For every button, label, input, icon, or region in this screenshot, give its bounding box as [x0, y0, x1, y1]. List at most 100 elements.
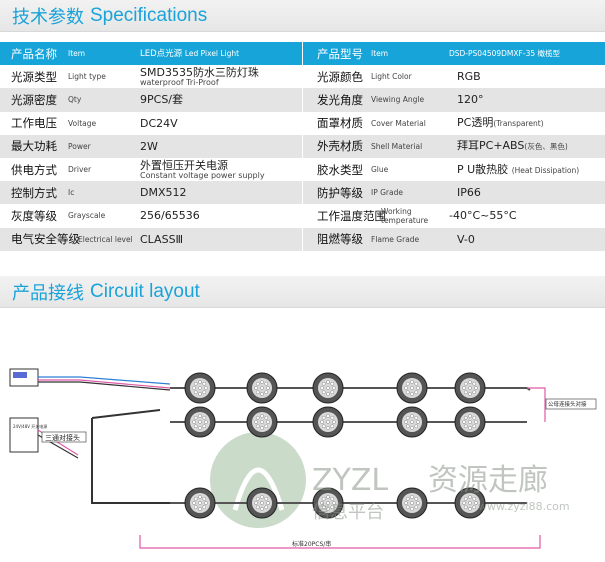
spec-row: 光源密度 Qty 9PCS/套 — [0, 88, 302, 112]
spec-key: 控制方式 — [11, 185, 57, 200]
wires — [37, 376, 546, 549]
spec-row: 最大功耗 Power 2W — [0, 134, 302, 158]
spec-key: 光源类型 — [11, 69, 57, 84]
spec-key-en: Working temperature — [381, 206, 429, 225]
male-female-connector-label: 公母连接头对接 — [545, 398, 597, 410]
spec-key: 防护等级 — [317, 185, 363, 200]
spec-key: 胶水类型 — [317, 162, 363, 177]
spec-title-cn: 技术参数 — [12, 6, 84, 28]
spec-key: 灰度等级 — [11, 208, 57, 223]
spec-key-en: Electrical level — [78, 234, 133, 244]
circuit-title-cn: 产品接线 — [12, 282, 84, 304]
spec-value-cn: P U散热胶 — [457, 162, 509, 176]
spec-value-en: Led Pixel Light — [184, 48, 240, 58]
pixel-nodes — [184, 372, 486, 519]
spec-table-left: 产品名称 Item LED点光源 Led Pixel Light 光源类型 Li… — [0, 42, 302, 251]
male-female-connector-text: 公母连接头对接 — [548, 400, 587, 408]
pixel-node — [396, 372, 428, 404]
spec-key: 面罩材质 — [317, 116, 363, 131]
spec-title-en: Specifications — [90, 4, 208, 26]
spec-key: 电气安全等级 — [11, 232, 80, 247]
spec-row: 灰度等级 Grayscale 256/65536 — [0, 204, 302, 227]
pixel-node — [396, 406, 428, 438]
spec-key: 光源密度 — [11, 92, 57, 107]
spec-key-en: Voltage — [68, 118, 97, 128]
pixel-node — [312, 406, 344, 438]
spec-key-en: Cover Material — [371, 118, 426, 128]
spec-key-en: Light type — [68, 72, 106, 82]
spec-key: 产品名称 — [11, 46, 57, 61]
spec-key: 外壳材质 — [317, 139, 363, 154]
spec-row: 阻燃等级 Flame Grade V-0 — [303, 227, 605, 251]
watermark-text: ZYZL 资源走廊 信息平台 www.zyzl88.com — [312, 463, 570, 523]
watermark-cn: 资源走廊 — [428, 463, 548, 498]
spec-key: 最大功耗 — [11, 139, 57, 154]
pixel-node — [184, 406, 216, 438]
spec-value: V-0 — [457, 232, 475, 246]
spec-row: 面罩材质 Cover Material PC透明(Transparent) — [303, 112, 605, 135]
pixel-node — [246, 372, 278, 404]
pixel-node — [184, 372, 216, 404]
spec-key-en: Shell Material — [371, 141, 423, 151]
spec-row: 电气安全等级 Electrical level CLASSⅢ — [0, 227, 302, 251]
spec-key-en: Driver — [68, 165, 92, 175]
spec-key-en: IP Grade — [371, 188, 403, 198]
spec-value: DMX512 — [140, 186, 187, 200]
spec-value: -40°C~55°C — [449, 209, 517, 223]
pixel-node — [246, 487, 278, 519]
spec-value: 256/65536 — [140, 209, 200, 223]
spec-table-right: 产品型号 Item DSD-PS04509DMXF-35 橄榄型 光源颜色 Li… — [303, 42, 605, 251]
spec-value: P U散热胶 (Heat Dissipation) — [449, 164, 605, 176]
pixel-node — [454, 487, 486, 519]
spec-key-en: Ic — [68, 188, 75, 198]
spec-value: DC24V — [140, 116, 178, 130]
tee-connector-label: 三通对接头 — [41, 431, 87, 443]
watermark-url: www.zyzl88.com — [478, 500, 570, 513]
circuit-title-en: Circuit layout — [90, 280, 200, 302]
spec-row: 防护等级 IP Grade IP66 — [303, 181, 605, 205]
spec-key: 阻燃等级 — [317, 232, 363, 247]
spec-value: IP66 — [457, 186, 481, 200]
spec-value: 9PCS/套 — [140, 93, 184, 107]
spec-value-cn: LED点光源 — [140, 48, 183, 59]
spec-key: 工作电压 — [11, 116, 57, 131]
spec-key-en: Qty — [68, 95, 82, 105]
spec-value: PC透明(Transparent) — [449, 117, 605, 129]
dmx-controller — [9, 368, 39, 387]
spec-value: 2W — [140, 139, 158, 153]
spec-key-en: Grayscale — [68, 211, 106, 221]
spec-value-sub: Constant voltage power supply — [140, 170, 265, 180]
string-length-label: 标准20PCS/串 — [292, 540, 331, 548]
spec-row: 发光角度 Viewing Angle 120° — [303, 88, 605, 112]
spec-key-en: Flame Grade — [371, 234, 420, 244]
specifications-heading: 技术参数 Specifications — [0, 0, 605, 32]
pixel-node — [454, 406, 486, 438]
spec-value: 拜耳PC+ABS(灰色、黑色) — [449, 140, 605, 152]
spec-value-cn: 外置恒压开关电源 — [140, 158, 228, 172]
spec-row: 外壳材质 Shell Material 拜耳PC+ABS(灰色、黑色) — [303, 134, 605, 158]
pixel-node — [396, 487, 428, 519]
pixel-node — [312, 487, 344, 519]
spec-value: LED点光源 Led Pixel Light — [132, 48, 302, 60]
pixel-node — [184, 487, 216, 519]
spec-value: 120° — [457, 93, 484, 107]
pixel-node — [246, 406, 278, 438]
spec-value: CLASSⅢ — [140, 232, 184, 246]
spec-value: DSD-PS04509DMXF-35 橄榄型 — [449, 49, 560, 59]
spec-key-en: Power — [68, 141, 91, 151]
pixel-node — [312, 372, 344, 404]
spec-value-cn: SMD3535防水三防灯珠 — [140, 65, 259, 79]
spec-value-en: (Transparent) — [493, 119, 544, 129]
pixel-node — [454, 372, 486, 404]
spec-header-row: 产品型号 Item DSD-PS04509DMXF-35 橄榄型 — [303, 42, 605, 66]
spec-value-sub: waterproof Tri-Proof — [140, 77, 219, 87]
spec-value-en: (灰色、黑色) — [524, 142, 568, 152]
spec-row: 胶水类型 Glue P U散热胶 (Heat Dissipation) — [303, 158, 605, 181]
spec-value-cn: PC透明 — [457, 116, 494, 130]
spec-key-en: Glue — [371, 165, 389, 175]
spec-row: 工作温度范围 Working temperature -40°C~55°C — [303, 204, 605, 227]
watermark-brand: ZYZL — [312, 463, 388, 498]
